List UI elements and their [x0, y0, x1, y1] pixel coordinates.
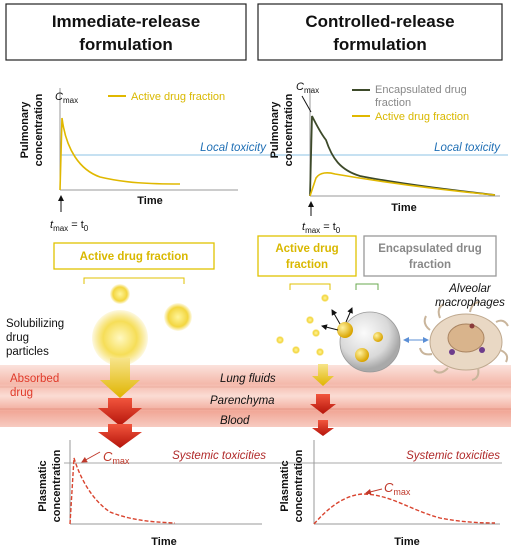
right-tmax-label: tmax = t0 — [302, 221, 341, 235]
left-red-arrow-2 — [98, 424, 142, 448]
left-ylabel-line2: concentration — [33, 93, 45, 166]
local-toxicity-label-left: Local toxicity — [200, 142, 267, 154]
right-cmax-pointer — [301, 95, 312, 113]
right-ylabel-line1: Pulmonary — [269, 101, 281, 159]
parenchyma-label: Parenchyma — [210, 395, 275, 407]
solubilizing-line1: Solubilizing — [6, 318, 64, 330]
alveolar-line2: macrophages — [435, 297, 505, 309]
bottom-right-curve — [313, 493, 496, 525]
title-left-line2: formulation — [79, 35, 173, 54]
right-red-arrow-2 — [312, 420, 334, 436]
systemic-toxicities-left: Systemic toxicities — [172, 450, 266, 462]
right-red-arrow-1 — [310, 394, 336, 414]
left-tmax-label: tmax = t0 — [50, 219, 89, 233]
right-legend-gray-line2: fraction — [375, 97, 411, 109]
free-drug-particles — [276, 294, 329, 356]
title-right-line2: formulation — [333, 35, 427, 54]
macrophage-illustration — [419, 301, 509, 381]
right-cmax: Cmax — [296, 81, 319, 95]
left-ylabel-line1: Pulmonary — [19, 101, 31, 159]
bottom-left-ylabel-line1: Plasmatic — [37, 460, 49, 511]
particle-medium — [164, 303, 192, 331]
left-cmax: Cmax — [55, 91, 78, 105]
right-ylabel-line2: concentration — [283, 93, 295, 166]
right-active-curve — [309, 172, 496, 197]
bottom-left-curve — [69, 457, 176, 525]
bottom-right-xlabel: Time — [394, 536, 419, 548]
left-active-fraction-label: Active drug fraction — [80, 251, 189, 263]
bottom-right-cmax: Cmax — [384, 480, 411, 497]
pulmonary-chart-left: Pulmonary concentration Time Cmax Active… — [19, 88, 238, 233]
plasmatic-chart-right: Plasmatic concentration Time Cmax — [279, 440, 500, 548]
bottom-right-ylabel-line2: concentration — [293, 449, 305, 522]
title-right-line1: Controlled-release — [305, 12, 454, 31]
bottom-right-ylabel-line1: Plasmatic — [279, 460, 291, 511]
particle-large — [92, 310, 148, 366]
systemic-toxicities-right: Systemic toxicities — [406, 450, 500, 462]
alveolar-line1: Alveolar — [448, 283, 492, 295]
right-active-fraction-box: Active drug fraction — [257, 235, 357, 290]
right-legend-gray-line1: Encapsulated drug — [375, 84, 467, 96]
right-legend-yellow-label: Active drug fraction — [375, 111, 469, 123]
pulmonary-chart-right: Pulmonary concentration Time Cmax Encaps… — [269, 81, 500, 235]
capsule-particle — [321, 307, 401, 373]
tissue-band — [0, 365, 511, 427]
title-box-right: Controlled-release formulation — [257, 3, 503, 61]
right-active-fraction-line2: fraction — [286, 259, 328, 271]
absorbed-line1: Absorbed — [10, 373, 59, 385]
title-left-line1: Immediate-release — [52, 12, 200, 31]
plasmatic-chart-left: Plasmatic concentration Time Cmax — [37, 440, 262, 548]
bottom-left-cmax: Cmax — [103, 449, 130, 466]
right-active-fraction-line1: Active drug — [275, 243, 338, 255]
blood-label: Blood — [220, 415, 250, 427]
local-toxicity-label-right: Local toxicity — [434, 142, 501, 154]
left-active-fraction-box: Active drug fraction — [53, 242, 215, 284]
bottom-left-ylabel-line2: concentration — [51, 449, 63, 522]
particle-small — [110, 284, 130, 304]
left-xlabel: Time — [137, 195, 162, 207]
left-bracket — [83, 277, 185, 284]
right-encapsulated-line1: Encapsulated drug — [378, 243, 482, 255]
title-box-left: Immediate-release formulation — [5, 3, 247, 61]
lung-fluids-label: Lung fluids — [220, 373, 276, 385]
right-green-bracket — [355, 283, 379, 290]
left-active-curve — [59, 117, 181, 191]
solubilizing-line3: particles — [6, 346, 49, 358]
solubilizing-line2: drug — [6, 332, 29, 344]
bottom-left-xlabel: Time — [151, 536, 176, 548]
right-encapsulated-fraction-box: Encapsulated drug fraction — [355, 235, 497, 290]
right-yellow-bracket — [289, 283, 331, 290]
right-encapsulated-line2: fraction — [409, 259, 451, 271]
left-yellow-arrow — [100, 358, 140, 398]
right-xlabel: Time — [391, 202, 416, 214]
absorbed-line2: drug — [10, 387, 33, 399]
left-red-arrow-1 — [98, 398, 142, 426]
left-legend-label: Active drug fraction — [131, 91, 225, 103]
right-yellow-arrow — [312, 364, 334, 386]
